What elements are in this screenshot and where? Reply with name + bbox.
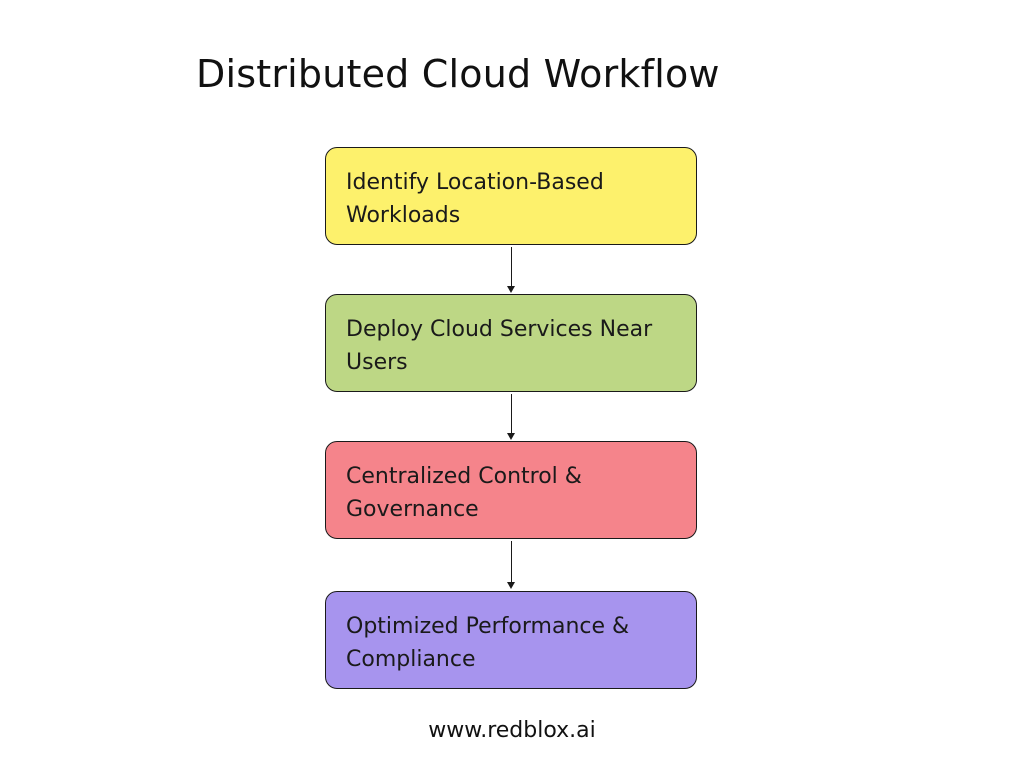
step-centralized-control: Centralized Control & Governance (325, 441, 697, 539)
diagram-title: Distributed Cloud Workflow (196, 52, 720, 96)
step-deploy-services: Deploy Cloud Services Near Users (325, 294, 697, 392)
step-identify-workloads: Identify Location-Based Workloads (325, 147, 697, 245)
arrow-step3-to-step4 (507, 541, 515, 589)
arrow-step1-to-step2 (507, 247, 515, 293)
arrow-step2-to-step3 (507, 394, 515, 440)
website-footer: www.redblox.ai (428, 718, 596, 743)
step-optimized-performance: Optimized Performance & Compliance (325, 591, 697, 689)
